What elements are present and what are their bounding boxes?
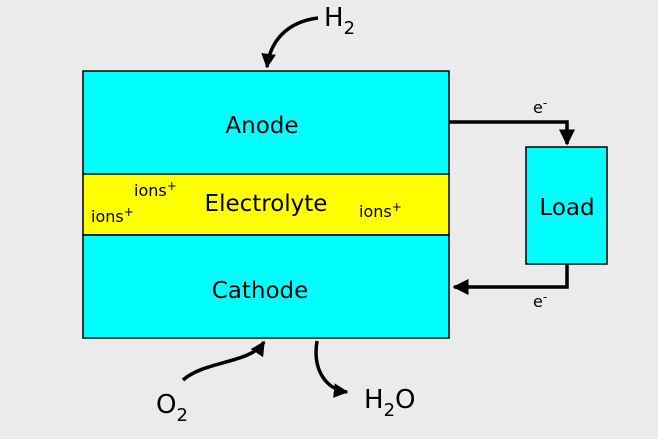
electron-wire-in [452, 264, 569, 296]
anode-label: Anode [225, 113, 298, 139]
electron-wire-out [449, 120, 576, 146]
electron-label-bottom: e- [533, 290, 547, 311]
load-box [525, 146, 608, 265]
electrolyte-layer [82, 173, 450, 236]
h2-arrow [261, 16, 319, 69]
ions-label-1: ions+ [134, 179, 177, 200]
cathode-layer [82, 234, 450, 339]
ions-label-2: ions+ [91, 205, 134, 226]
electron-symbol: e [533, 98, 543, 117]
ions-charge: + [124, 205, 134, 219]
o2-symbol: O [156, 390, 176, 420]
electron-label-top: e- [533, 96, 547, 117]
load-label: Load [539, 195, 594, 221]
h2o-symbol: H [364, 385, 384, 415]
ions-charge: + [392, 200, 402, 214]
h2-label: H2 [324, 3, 355, 39]
h2-symbol: H [324, 3, 344, 33]
o2-subscript: 2 [176, 405, 187, 426]
electron-charge: - [543, 290, 547, 304]
ions-text: ions [134, 181, 167, 200]
ions-text: ions [359, 202, 392, 221]
ions-text: ions [91, 207, 124, 226]
h2o-arrow [314, 340, 349, 398]
o2-arrow [181, 340, 266, 382]
h2-subscript: 2 [344, 18, 355, 39]
electron-charge: - [543, 96, 547, 110]
h2o-subscript: 2 [384, 400, 395, 421]
h2o-tail: O [395, 385, 415, 415]
o2-label: O2 [156, 390, 188, 426]
ions-label-3: ions+ [359, 200, 402, 221]
electrolyte-label: Electrolyte [205, 191, 328, 217]
anode-layer [82, 70, 450, 175]
electron-symbol: e [533, 292, 543, 311]
cathode-label: Cathode [212, 278, 309, 304]
h2o-label: H2O [364, 385, 415, 421]
ions-charge: + [167, 179, 177, 193]
